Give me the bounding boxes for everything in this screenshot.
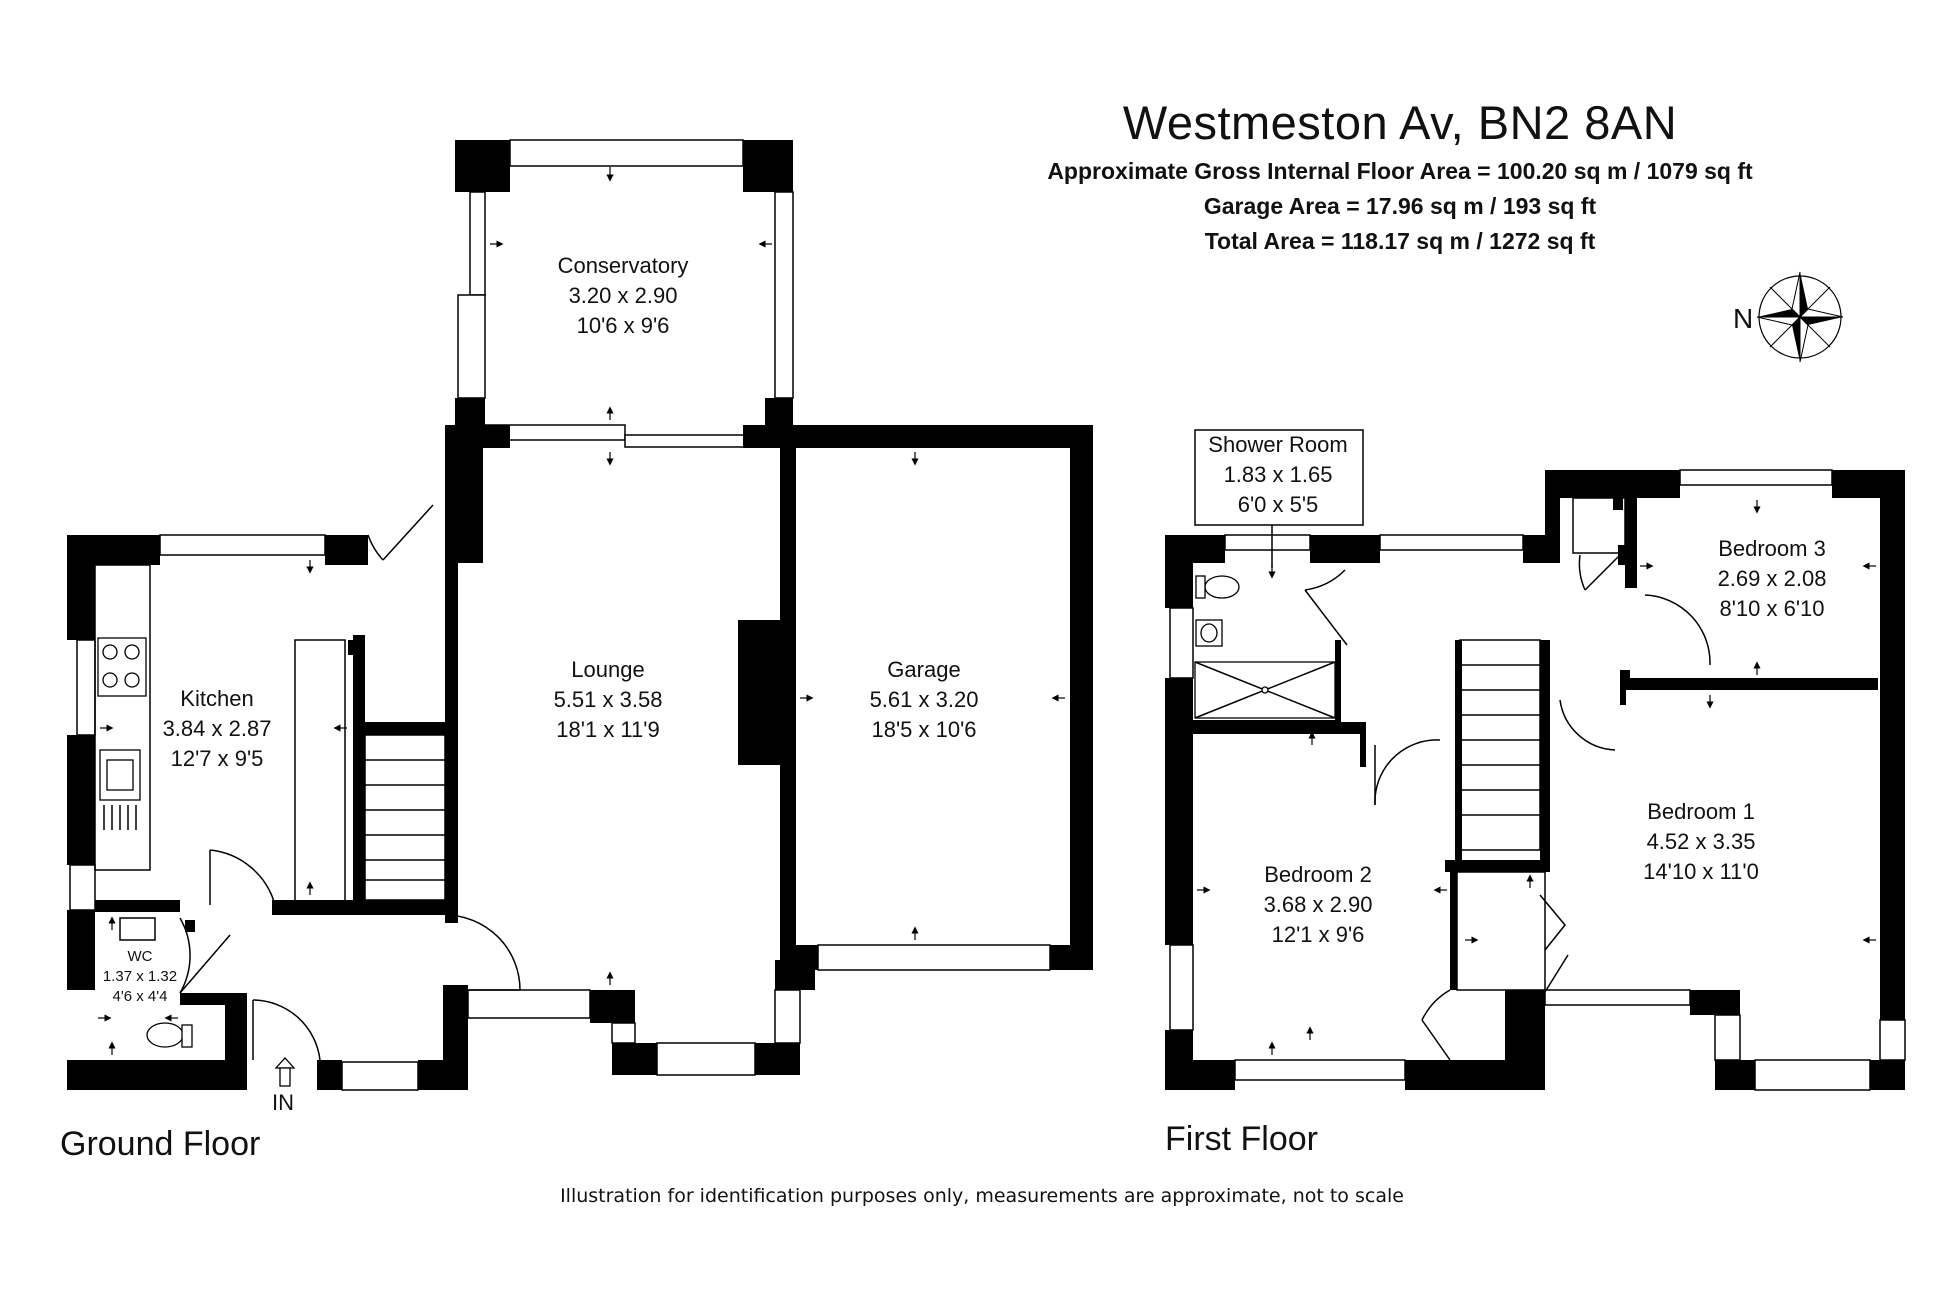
room-metric-conservatory: 3.20 x 2.90 bbox=[569, 283, 678, 308]
room-name-garage: Garage bbox=[887, 657, 960, 682]
ground-floor-plan bbox=[67, 139, 1093, 1091]
ground-dimension-arrows bbox=[98, 167, 1065, 1055]
kitchen-sink-icon bbox=[99, 749, 141, 830]
ground-stairs bbox=[364, 734, 446, 901]
shower-toilet-icon bbox=[1195, 575, 1240, 599]
room-imperial-lounge: 18'1 x 11'9 bbox=[556, 717, 659, 742]
ground-floor-label: Ground Floor bbox=[60, 1125, 260, 1163]
room-name-kitchen: Kitchen bbox=[180, 686, 253, 711]
first-floor-label: First Floor bbox=[1165, 1120, 1318, 1158]
first-floor-plan bbox=[1165, 469, 1906, 1091]
disclaimer-text: Illustration for identification purposes… bbox=[560, 1185, 1404, 1207]
room-metric-lounge: 5.51 x 3.58 bbox=[554, 687, 663, 712]
room-name-bedroom-2: Bedroom 2 bbox=[1264, 862, 1372, 887]
room-metric-bedroom-1: 4.52 x 3.35 bbox=[1647, 829, 1756, 854]
first-stairs bbox=[1455, 639, 1541, 870]
room-name-wc: WC bbox=[128, 948, 153, 965]
room-imperial-shower-room: 6'0 x 5'5 bbox=[1238, 492, 1319, 517]
room-name-shower-room: Shower Room bbox=[1208, 432, 1347, 457]
room-imperial-bedroom-1: 14'10 x 11'0 bbox=[1643, 859, 1759, 884]
shower-room-label-box bbox=[1194, 429, 1364, 526]
entrance-label: IN bbox=[272, 1090, 294, 1115]
total-area-line: Total Area = 118.17 sq m / 1272 sq ft bbox=[1204, 228, 1596, 254]
garage-area-line: Garage Area = 17.96 sq m / 193 sq ft bbox=[1203, 193, 1597, 219]
room-imperial-bedroom-3: 8'10 x 6'10 bbox=[1719, 596, 1824, 621]
room-imperial-kitchen: 12'7 x 9'5 bbox=[171, 746, 264, 771]
room-imperial-garage: 18'5 x 10'6 bbox=[871, 717, 976, 742]
room-metric-garage: 5.61 x 3.20 bbox=[870, 687, 979, 712]
room-metric-bedroom-3: 2.69 x 2.08 bbox=[1718, 566, 1827, 591]
wc-toilet-icon bbox=[146, 1022, 193, 1048]
compass-north-label: N bbox=[1733, 303, 1753, 334]
room-imperial-conservatory: 10'6 x 9'6 bbox=[577, 313, 670, 338]
room-imperial-bedroom-2: 12'1 x 9'6 bbox=[1272, 922, 1365, 947]
entrance-arrow-icon bbox=[274, 1057, 296, 1087]
room-metric-shower-room: 1.83 x 1.65 bbox=[1224, 462, 1333, 487]
shower-tray-icon bbox=[1194, 661, 1336, 719]
room-metric-kitchen: 3.84 x 2.87 bbox=[163, 716, 272, 741]
property-title: Westmeston Av, BN2 8AN bbox=[1122, 96, 1678, 149]
room-name-bedroom-1: Bedroom 1 bbox=[1647, 799, 1755, 824]
room-metric-wc: 1.37 x 1.32 bbox=[103, 968, 177, 985]
room-name-lounge: Lounge bbox=[571, 657, 644, 682]
room-metric-bedroom-2: 3.68 x 2.90 bbox=[1264, 892, 1373, 917]
shower-basin-icon bbox=[1195, 619, 1223, 647]
room-imperial-wc: 4'6 x 4'4 bbox=[113, 988, 168, 1005]
gross-area-line: Approximate Gross Internal Floor Area = … bbox=[1047, 158, 1753, 184]
compass-rose-icon bbox=[1756, 271, 1844, 363]
hob-icon bbox=[97, 637, 147, 697]
first-dimension-arrows bbox=[1197, 500, 1876, 1055]
room-name-conservatory: Conservatory bbox=[558, 253, 689, 278]
room-name-bedroom-3: Bedroom 3 bbox=[1718, 536, 1826, 561]
